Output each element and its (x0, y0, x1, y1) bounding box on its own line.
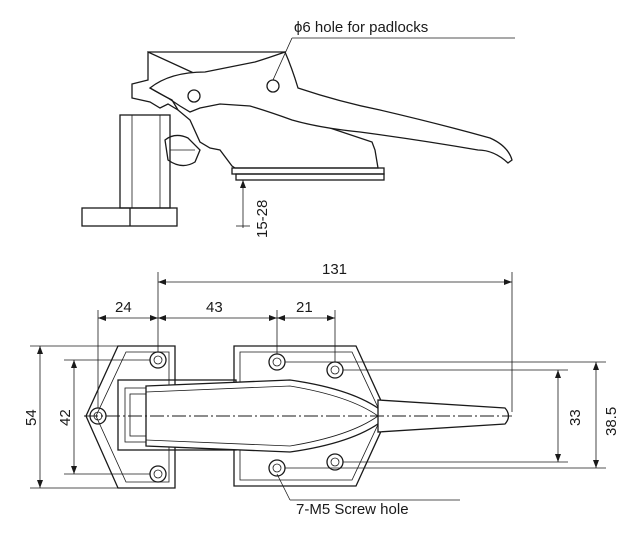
dim-21: 21 (296, 299, 313, 316)
side-view: ϕ6 hole for padlocks 15-28 (81, 19, 515, 238)
strike-block (119, 114, 171, 209)
screw-hole-3 (149, 465, 167, 483)
dim-33: 33 (567, 409, 584, 426)
dim-131: 131 (322, 261, 347, 278)
top-view: 7-M5 Screw hole 131 24 43 21 54 (23, 261, 620, 518)
dim-38-5: 38.5 (603, 407, 620, 436)
dim-54: 54 (23, 409, 40, 426)
dim-43: 43 (206, 299, 223, 316)
screw-hole-5 (268, 459, 286, 477)
cam-roller (164, 134, 201, 167)
dim-42: 42 (57, 409, 74, 426)
screw-hole-6 (326, 361, 344, 379)
screw-hole-4 (268, 353, 286, 371)
screw-hole-2 (149, 351, 167, 369)
padlock-hole-label: ϕ6 hole for padlocks (294, 19, 428, 36)
pivot-hole (187, 89, 201, 103)
strike-plate (85, 345, 176, 489)
screw-hole-label: 7-M5 Screw hole (296, 501, 409, 518)
dim-24: 24 (115, 299, 132, 316)
mount-flange (231, 167, 385, 175)
handle-base-plate (233, 345, 389, 487)
dim-15-28: 15-28 (254, 200, 271, 238)
handle-arm (148, 51, 513, 164)
